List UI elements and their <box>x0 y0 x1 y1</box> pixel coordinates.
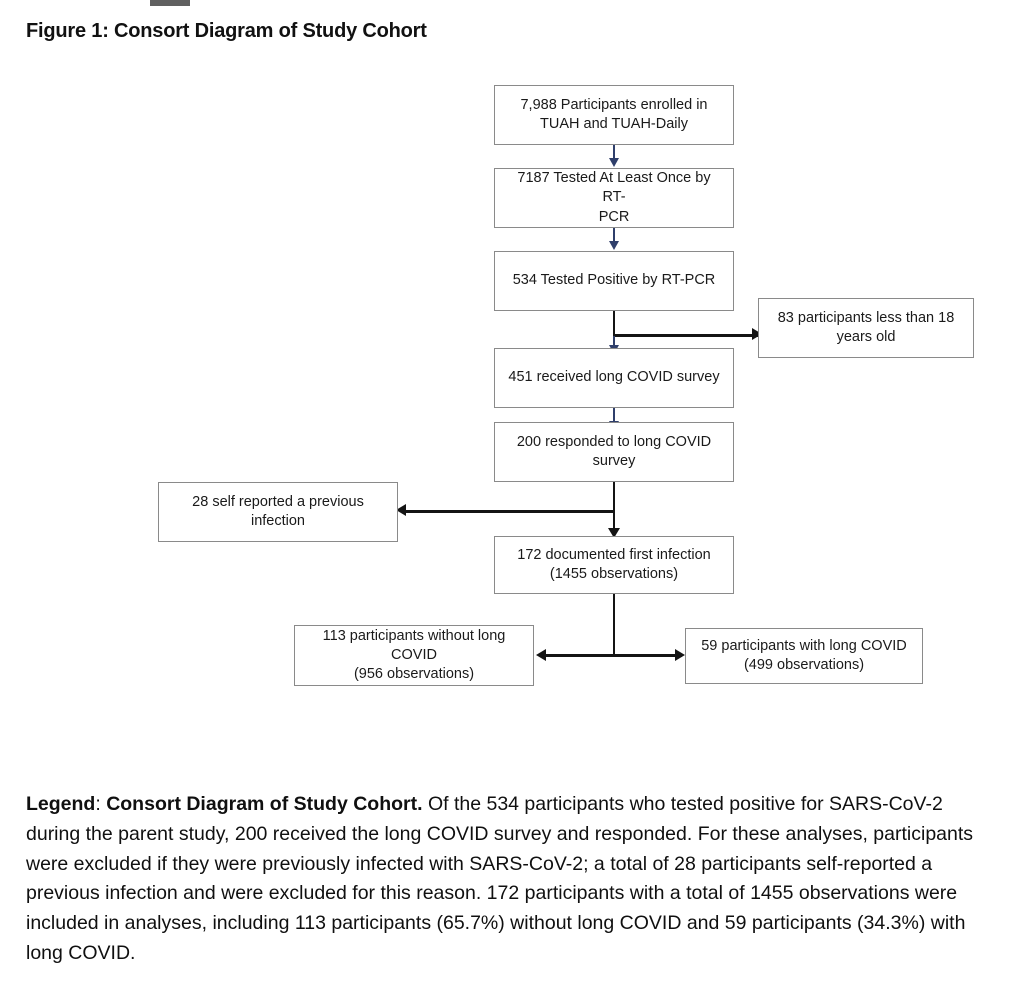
connector-received-to-responded <box>612 408 616 424</box>
node-without-long-covid-line2: COVID <box>391 646 437 663</box>
node-self-reported-line1: 28 self reported a previous <box>192 493 364 510</box>
node-with-long-covid: 59 participants with long COVID (499 obs… <box>685 628 923 684</box>
connector-split-left <box>545 654 614 657</box>
legend-bold-title: Consort Diagram of Study Cohort. <box>106 793 423 815</box>
node-without-long-covid-line1: 113 participants without long <box>322 627 506 644</box>
connector-responded-stem <box>612 482 616 535</box>
node-self-reported-previous-infection: 28 self reported a previous infection <box>158 482 398 542</box>
node-enrolled-line1: 7,988 Participants enrolled in <box>520 96 708 113</box>
node-tested-at-least-once: 7187 Tested At Least Once by RT- PCR <box>494 168 734 228</box>
arrowhead-responded-to-self-reported <box>396 504 406 516</box>
node-with-long-covid-line2: (499 observations) <box>743 657 865 673</box>
scan-artifact <box>150 0 190 6</box>
node-documented-first-infection: 172 documented first infection (1455 obs… <box>494 536 734 594</box>
node-self-reported-line2: infection <box>250 513 305 529</box>
figure-title: Figure 1: Consort Diagram of Study Cohor… <box>26 20 427 42</box>
node-tested-positive: 534 Tested Positive by RT-PCR <box>494 251 734 311</box>
node-tested-once-line2: PCR <box>598 208 630 225</box>
legend-label: Legend <box>26 793 96 815</box>
node-tested-once-line1: 7187 Tested At Least Once by RT- <box>517 170 711 206</box>
connector-positive-to-received-survey <box>612 336 616 348</box>
node-under-18-excluded: 83 participants less than 18 years old <box>758 298 974 358</box>
node-enrolled-line2: TUAH and TUAH-Daily <box>540 116 688 132</box>
node-received-survey-line1: 451 received long COVID survey <box>508 369 720 386</box>
arrowhead-positive-to-under18 <box>752 328 762 340</box>
arrowhead-tested-once-to-positive <box>608 241 619 250</box>
node-without-long-covid-line3: (956 observations) <box>353 666 475 683</box>
arrowhead-to-without-long-covid <box>536 649 546 661</box>
node-tested-positive-line1: 534 Tested Positive by RT-PCR <box>512 272 716 289</box>
connector-responded-to-self-reported <box>403 510 614 513</box>
node-responded-line2: survey <box>592 453 636 469</box>
connector-tested-once-to-positive <box>612 228 616 244</box>
legend-body: Of the 534 participants who tested posit… <box>26 793 974 965</box>
connector-split-right <box>612 654 682 657</box>
node-under18-line2: years old <box>836 329 896 345</box>
consort-diagram: 7,988 Participants enrolled in TUAH and … <box>0 60 1021 720</box>
node-responded-line1: 200 responded to long COVID <box>516 433 712 450</box>
node-first-infection-line1: 172 documented first infection <box>517 546 711 563</box>
arrowhead-to-with-long-covid <box>675 649 685 661</box>
connector-positive-to-under18 <box>612 334 759 337</box>
node-enrolled: 7,988 Participants enrolled in TUAH and … <box>494 85 734 145</box>
connector-positive-branch-stem <box>612 311 616 341</box>
connector-enrolled-to-tested-once <box>612 145 616 161</box>
arrowhead-responded-to-first-infection <box>607 528 620 538</box>
connector-first-infection-stem <box>612 594 616 656</box>
node-without-long-covid: 113 participants without long COVID (956… <box>294 625 534 686</box>
node-first-infection-line2: (1455 observations) <box>549 566 679 582</box>
node-received-survey: 451 received long COVID survey <box>494 348 734 408</box>
node-under18-line1: 83 participants less than 18 <box>777 309 955 326</box>
figure-legend: Legend: Consort Diagram of Study Cohort.… <box>26 790 976 969</box>
node-responded-survey: 200 responded to long COVID survey <box>494 422 734 482</box>
node-with-long-covid-line1: 59 participants with long COVID <box>701 637 907 654</box>
legend-separator: : <box>95 793 107 815</box>
arrowhead-enrolled-to-tested-once <box>608 158 619 167</box>
